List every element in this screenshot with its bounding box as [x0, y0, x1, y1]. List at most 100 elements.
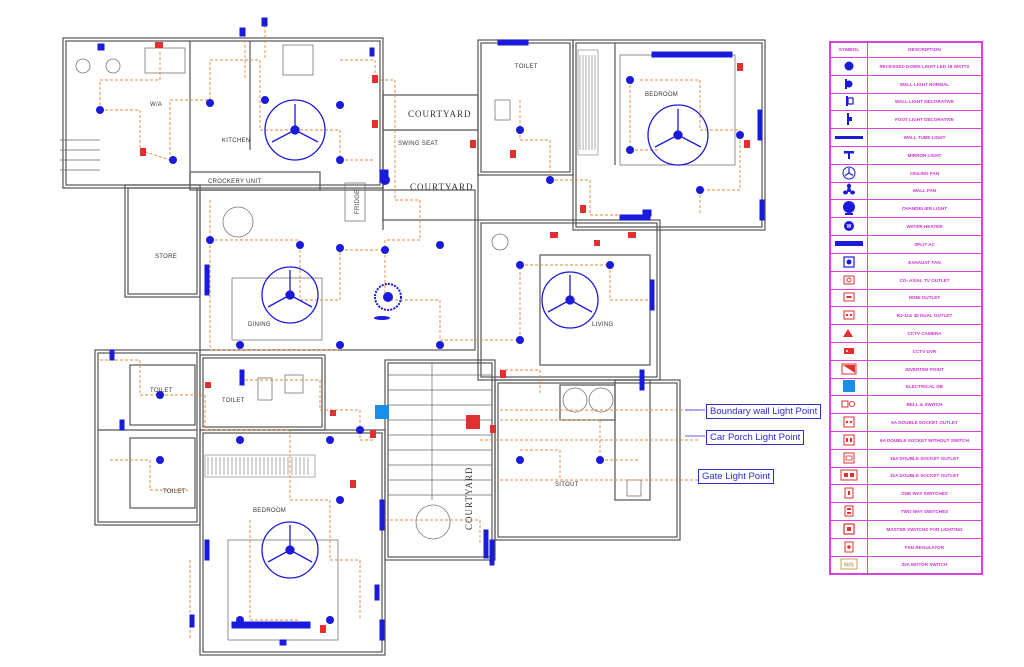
hdmi-outlet-icon [842, 290, 856, 305]
room-label-bedroom-bottom: BEDROOM [253, 508, 286, 514]
room-label-crockery: CROCKERY UNIT [208, 179, 261, 185]
legend-description: CHANDELIER LIGHT [867, 199, 982, 219]
legend-header-symbol: SYMBOL [830, 42, 868, 58]
legend-symbol [830, 306, 868, 326]
stairs [60, 139, 492, 500]
room-labels: W/A KITCHEN CROCKERY UNIT STORE DINING F… [150, 64, 678, 530]
legend-row: 16A DOUBLE SOCKET OUTLET [830, 448, 982, 468]
legend-row: RECESSED DOWN LIGHT LED 18 WATTS [830, 57, 982, 76]
courtyard-plant [415, 504, 451, 540]
legend-symbol [830, 252, 868, 272]
legend-symbol [830, 466, 868, 486]
tv-outlet-icon [842, 273, 856, 288]
svg-text:M/S: M/S [844, 563, 854, 569]
legend-row: MASTER SWITCHS FOR LIGHTING [830, 519, 982, 539]
room-label-fridge: FRIDGE [355, 190, 361, 214]
electrical-db-icon [375, 405, 389, 419]
room-label-toilet-left: TOILET [150, 388, 173, 394]
legend-symbol [830, 288, 868, 308]
legend: SYMBOL DESCRIPTION RECESSED DOWN LIGHT L… [829, 41, 983, 576]
wall-light-decorative-icon [842, 94, 856, 109]
foot-light-icon [842, 112, 856, 127]
room-label-kitchen: KITCHEN [222, 138, 250, 144]
legend-description: WALL LIGHT NORMAL [867, 74, 982, 94]
dining-table [231, 277, 323, 341]
legend-description: WALL FAN [867, 181, 982, 201]
legend-symbol [830, 110, 868, 130]
ceiling-fan-icon [842, 166, 856, 181]
legend-description: WALL LIGHT DECORATIVE [867, 92, 982, 112]
room-label-wa: W/A [150, 102, 162, 108]
callout-boundary-wall: Boundary wall Light Point [706, 404, 822, 419]
legend-symbol [830, 359, 868, 379]
legend-description: WATER HEATER [867, 217, 982, 237]
legend-header: SYMBOL DESCRIPTION [830, 42, 982, 58]
bell-switch-icon [840, 397, 858, 412]
legend-row: FOOT LIGHT DECORATIVE [830, 110, 982, 130]
legend-row: WALL TUBE LIGHT [830, 128, 982, 147]
legend-symbol [830, 341, 868, 361]
legend-row: TWO WAY SWITCHES [830, 502, 982, 521]
room-label-toilet-top: TOILET [515, 64, 538, 70]
legend-description: 16A DOUBLE SOCKET OUTLET [867, 448, 982, 468]
two-way-switch-icon [842, 504, 856, 519]
legend-symbol [830, 199, 868, 219]
double-socket-icon [842, 415, 856, 430]
legend-row: CCTV DVR [830, 341, 982, 361]
ceiling-fan-icon [264, 99, 326, 161]
hob [282, 44, 314, 76]
legend-description: CCTV CAMERA [867, 324, 982, 343]
legend-description: CCTV DVR [867, 341, 982, 361]
chandelier-icon [374, 283, 402, 320]
legend-description: HDMI OUTLET [867, 288, 982, 308]
legend-header-description: DESCRIPTION [867, 42, 982, 58]
room-label-toilet-mid: TOILET [222, 398, 245, 404]
room-label-sitout: SITOUT [555, 482, 579, 488]
legend-symbol [830, 92, 868, 112]
wall-fixtures [97, 17, 765, 646]
legend-row: BELL & SWITCH [830, 395, 982, 415]
legend-row: M/S 32A MOTOR SWITCH [830, 555, 982, 575]
ceiling-fans [261, 99, 709, 579]
legend-description: FAN REGULATOR [867, 537, 982, 557]
legend-description: RECESSED DOWN LIGHT LED 18 WATTS [867, 57, 982, 76]
legend-symbol [830, 181, 868, 201]
legend-description: 6A DOUBLE SOCKET OUTLET [867, 413, 982, 432]
legend-row: CO- AXIAL TV OUTLET [830, 270, 982, 290]
ceiling-fan-icon [647, 104, 709, 166]
furniture [75, 44, 736, 641]
wall-fan-icon [380, 175, 390, 185]
legend-description: 32A MOTOR SWITCH [867, 555, 982, 575]
ceiling-fan-icon [261, 521, 319, 579]
electrical-db-icon [842, 379, 856, 394]
legend-symbol [830, 324, 868, 343]
split-ac-icon [834, 240, 864, 249]
legend-description: MASTER SWITCHS FOR LIGHTING [867, 519, 982, 539]
room-label-toilet-left2: TOILET [163, 489, 186, 495]
legend-description: SPLIT AC [867, 235, 982, 254]
room-label-bedroom-top: BEDROOM [645, 92, 678, 98]
legend-symbol [830, 74, 868, 94]
fridge [344, 182, 366, 222]
double-socket-noswitch-icon [842, 433, 856, 448]
cctv-camera-icon [841, 326, 857, 341]
legend-symbol [830, 57, 868, 76]
callout-car-porch: Car Porch Light Point [706, 430, 805, 445]
legend-description: RJ-11& 45 DUAL OUTLET [867, 306, 982, 326]
legend-row: CEILING FAN [830, 163, 982, 183]
socket-16a-icon [842, 451, 856, 466]
ceiling-fan-icon [261, 266, 319, 324]
legend-description: TWO WAY SWITCHES [867, 502, 982, 521]
legend-description: CO- AXIAL TV OUTLET [867, 270, 982, 290]
legend-symbol [830, 395, 868, 415]
walls [62, 37, 766, 656]
water-heater-icon: W [842, 219, 856, 234]
legend-symbol [830, 413, 868, 432]
room-label-living: LIVING [592, 322, 614, 328]
legend-symbol [830, 484, 868, 504]
wall-fan-icon [842, 183, 856, 198]
legend-description: INVERTER POINT [867, 359, 982, 379]
legend-symbol [830, 430, 868, 450]
legend-description: MIRROR LIGHT [867, 145, 982, 165]
